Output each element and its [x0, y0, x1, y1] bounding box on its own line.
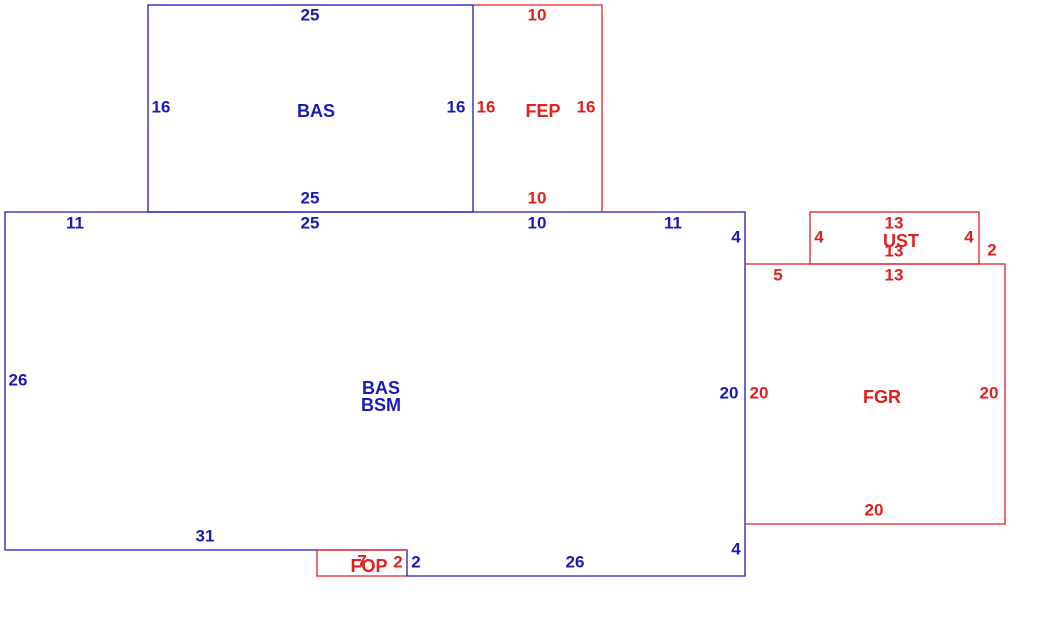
area-fgr: 5 20 FGR 20 20 [750, 265, 999, 519]
bas-bsm-label-2: BSM [361, 395, 401, 415]
fgr-outline [745, 263, 1006, 525]
bas-upper-label: BAS [297, 101, 335, 121]
bas-bsm-right-lower-dim: 4 [731, 539, 741, 558]
ust-bottom-dim: 13 [885, 241, 904, 260]
area-ust: 13 4 UST 4 13 2 13 [814, 213, 996, 284]
fep-right-dim: 16 [577, 97, 596, 116]
fop-right-dim: 2 [393, 552, 402, 571]
bas-bsm-bottom-step-dim: 2 [411, 552, 420, 571]
bas-bsm-bottom-left-dim: 31 [196, 526, 215, 545]
fep-top-dim: 10 [528, 5, 547, 24]
fgr-left-dim: 20 [750, 383, 769, 402]
bas-bsm-top-left-dim: 11 [66, 213, 84, 232]
bas-bsm-top-mid-dim: 25 [301, 213, 320, 232]
bas-upper-bottom-dim: 25 [301, 188, 320, 207]
ust-right-dim: 4 [964, 227, 974, 246]
area-fep: 10 16 FEP 16 10 [477, 5, 596, 207]
fop-outline [316, 549, 407, 577]
bas-bsm-right-dim: 20 [720, 383, 739, 402]
fgr-bottom-dim: 20 [865, 500, 884, 519]
bas-bsm-left-dim: 26 [9, 370, 28, 389]
ust-base-dim: 13 [885, 265, 904, 284]
fep-outline [473, 4, 603, 212]
bas-upper-left-dim: 16 [152, 97, 171, 116]
bas-bsm-label-1: BAS [362, 378, 400, 398]
fgr-label: FGR [863, 387, 901, 407]
bas-bsm-right-upper-dim: 4 [731, 227, 741, 246]
bas-bsm-top-right-dim: 11 [664, 213, 682, 232]
bas-bsm-top-mid2-dim: 10 [528, 213, 547, 232]
area-fop: 7 FOP 2 [350, 551, 402, 575]
fop-label: FOP [350, 556, 387, 576]
ust-right-outer-dim: 2 [987, 240, 996, 259]
ust-label: UST [883, 231, 919, 251]
fep-left-dim: 16 [477, 97, 496, 116]
fop-top-dim: 7 [357, 551, 366, 570]
fgr-right-dim: 20 [980, 383, 999, 402]
bas-bsm-bottom-right-dim: 26 [566, 552, 585, 571]
ust-top-dim: 13 [885, 213, 904, 232]
bas-upper-top-dim: 25 [301, 5, 320, 24]
ust-left-dim: 4 [814, 227, 824, 246]
area-bas-upper: 25 16 BAS 16 25 [152, 5, 466, 207]
fgr-top-left-dim: 5 [773, 265, 782, 284]
addition-outlines [316, 4, 1006, 577]
fep-bottom-dim: 10 [528, 188, 547, 207]
bas-upper-right-dim: 16 [447, 97, 466, 116]
area-bas-bsm: 11 25 10 11 4 26 BAS BSM 20 31 4 2 26 [9, 213, 742, 571]
fep-label: FEP [525, 101, 560, 121]
